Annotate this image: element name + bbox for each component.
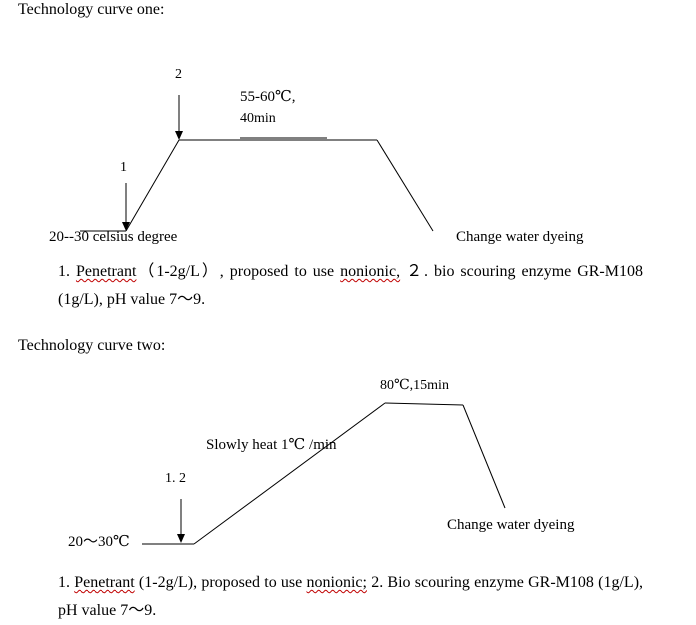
curve-one-cooldown: [376, 139, 434, 232]
curve-one-temp: 55-60℃,: [240, 89, 296, 105]
curve-two-end-label: Change water dyeing: [447, 517, 575, 533]
curve-one-note-nonionic: nonionic,: [340, 263, 401, 280]
curve-two-ramp: [193, 402, 386, 545]
curve-one-graph: [80, 95, 434, 232]
curve-one-label-2: 2: [175, 67, 182, 82]
curve-two-note-part: (1-2g/L), proposed to use: [134, 574, 307, 591]
curve-two-note-part: 2. Bio scouring enzyme GR-M108 (1g/L), p…: [58, 574, 644, 619]
curve-two-hold-label: 80℃,15min: [380, 378, 449, 393]
curve-one-title: Technology curve one:: [18, 1, 165, 18]
curve-one-arrowhead-1: [122, 222, 130, 231]
curve-one-note: 1. Penetrant（1-2g/L）, proposed to use no…: [58, 258, 643, 314]
curve-one-ramp: [125, 139, 180, 232]
curve-two-arrowhead: [177, 534, 185, 543]
curve-two-note-part: 1.: [58, 574, 75, 591]
curve-two-note: 1. Penetrant (1-2g/L), proposed to use n…: [58, 569, 643, 625]
curve-two-graph: [142, 402, 506, 545]
curve-two-start-temp: 20～30℃: [68, 534, 130, 550]
curve-two-note-penetrant: Penetrant: [74, 574, 135, 591]
curve-one-end-label: Change water dyeing: [456, 229, 584, 245]
curve-two-cooldown: [462, 404, 506, 509]
curve-one-note-part: 1.: [58, 263, 76, 280]
curve-one-note-penetrant: Penetrant: [75, 263, 137, 280]
curve-one-label-1: 1: [120, 160, 127, 175]
curve-two-note-nonionic: nonionic;: [306, 574, 367, 591]
curve-one-arrowhead-2: [175, 131, 183, 140]
curve-two-title: Technology curve two:: [18, 337, 166, 354]
curve-one-start-temp: 20--30 celsius degree: [49, 229, 178, 245]
curve-one-note-part: ２. bio scouring enzyme GR-M108 (1g/L), p…: [58, 263, 643, 308]
curve-one-duration: 40min: [240, 111, 276, 126]
curve-two-label-12: 1. 2: [165, 471, 186, 486]
curve-one-note-part: （1-2g/L）, proposed to use: [136, 263, 341, 280]
curve-two-ramp-label: Slowly heat 1℃ /min: [206, 437, 337, 453]
curve-two-hold: [384, 402, 464, 406]
